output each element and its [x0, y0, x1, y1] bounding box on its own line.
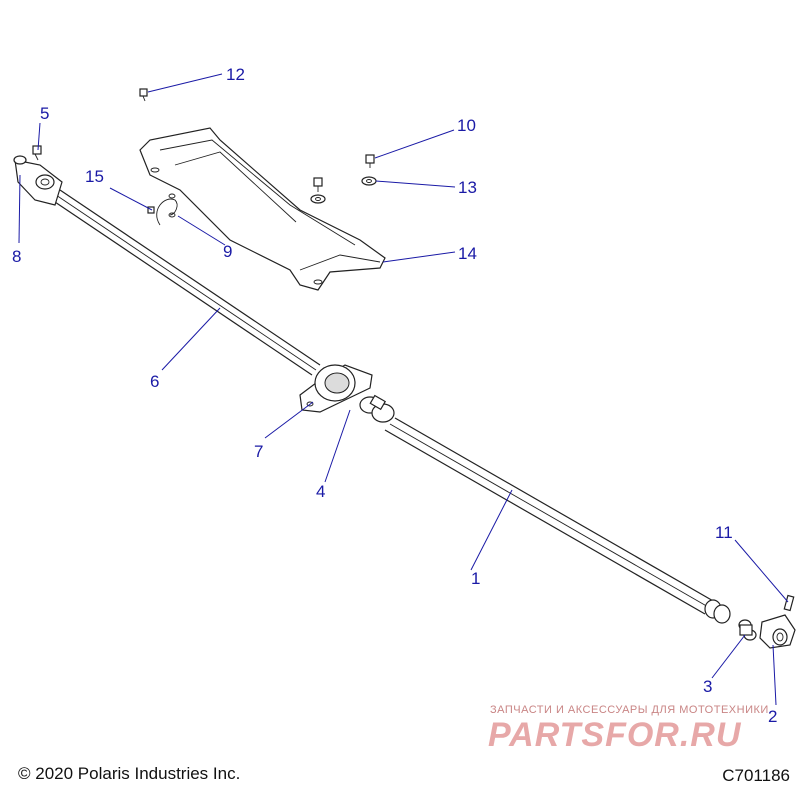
rear-prop-shaft — [384, 417, 731, 624]
bolt-12 — [139, 88, 148, 102]
callout-3: 3 — [703, 677, 712, 696]
bolt-10 — [365, 154, 375, 168]
clamp-9 — [156, 193, 178, 226]
callout-5: 5 — [40, 104, 49, 123]
bolt-5 — [32, 145, 42, 161]
callout-2: 2 — [768, 707, 777, 726]
rear-u-joint — [738, 619, 757, 641]
callout-14: 14 — [458, 244, 477, 263]
front-yoke — [13, 155, 63, 206]
watermark-tagline: ЗАПЧАСТИ И АКСЕССУАРЫ ДЛЯ МОТОТЕХНИКИ — [490, 704, 769, 716]
callout-7: 7 — [254, 442, 263, 461]
leader-lines — [18, 73, 789, 706]
copyright-text: © 2020 Polaris Industries Inc. — [18, 764, 241, 783]
callout-12: 12 — [226, 65, 245, 84]
washer-center — [310, 194, 326, 204]
center-u-joint — [359, 394, 395, 423]
callout-6: 6 — [150, 372, 159, 391]
diagram-code: C701186 — [722, 766, 790, 785]
carrier-bearing — [299, 364, 373, 413]
callout-13: 13 — [458, 178, 477, 197]
watermark-brand: PARTSFOR.RU — [488, 716, 742, 754]
rear-yoke — [759, 614, 796, 649]
callout-11: 11 — [715, 523, 733, 542]
roll-pin — [783, 594, 795, 612]
callout-8: 8 — [12, 247, 21, 266]
callout-1: 1 — [471, 569, 480, 588]
front-prop-shaft — [51, 189, 321, 376]
callout-4: 4 — [316, 482, 325, 501]
bolt-center — [313, 177, 323, 192]
callout-15: 15 — [85, 167, 104, 186]
callout-10: 10 — [457, 116, 476, 135]
washer-13 — [361, 176, 377, 186]
callout-9: 9 — [223, 242, 232, 261]
callout-labels: 1 2 3 4 5 6 7 8 9 10 11 12 13 14 15 — [12, 65, 777, 726]
heat-shield — [139, 127, 386, 291]
